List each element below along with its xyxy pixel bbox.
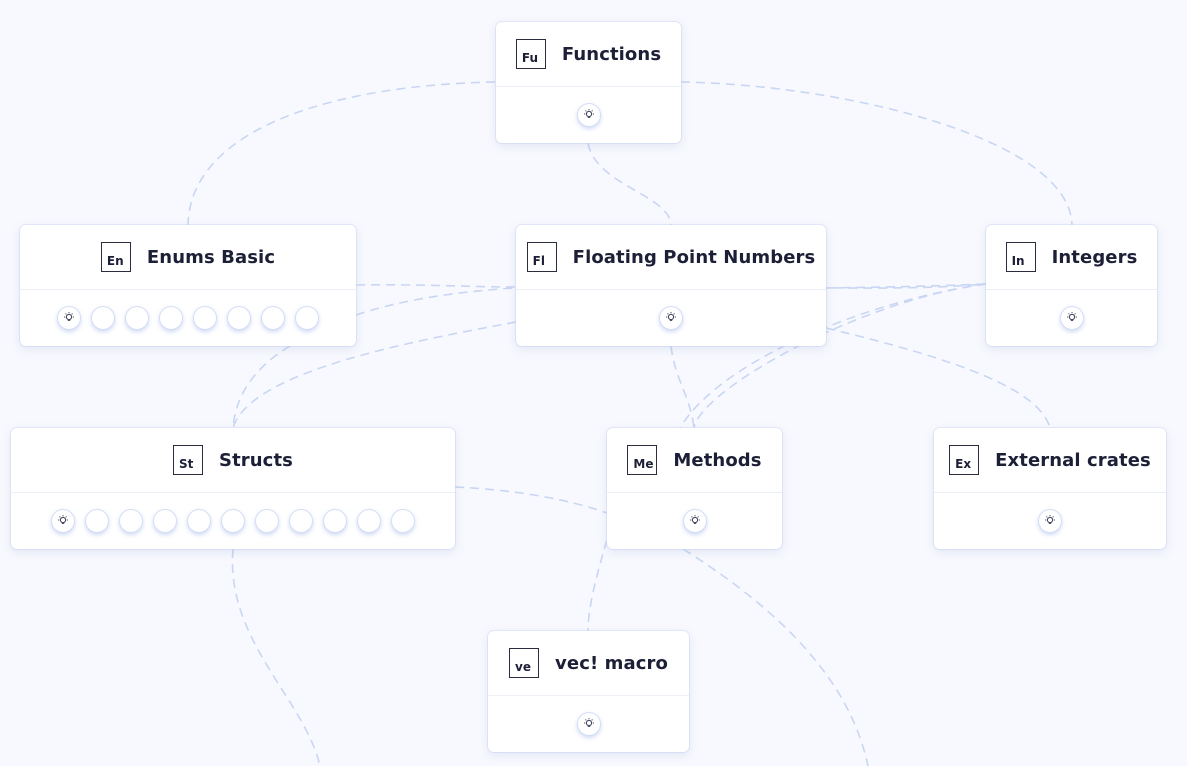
lightbulb-icon[interactable]	[576, 712, 601, 736]
node-abbr-icon: Fu	[515, 39, 546, 69]
lesson-circle-icon[interactable]	[221, 509, 245, 533]
node-functions[interactable]: Fu Functions	[496, 22, 681, 143]
node-enums-basic[interactable]: En Enums Basic	[20, 225, 356, 346]
edge-floating-external	[825, 327, 1051, 429]
lesson-circle-icon[interactable]	[159, 306, 183, 330]
node-floating-point-numbers[interactable]: Fl Floating Point Numbers	[516, 225, 826, 346]
edge-structs-down	[231, 548, 321, 766]
node-body	[934, 493, 1166, 549]
node-title: vec! macro	[555, 652, 668, 674]
lightbulb-icon[interactable]	[51, 509, 75, 533]
node-title: Methods	[673, 449, 762, 471]
edge-enums-structs	[232, 345, 291, 429]
edge-integers-methods-b	[693, 283, 987, 429]
lightbulb-icon[interactable]	[659, 306, 683, 330]
edge-functions-integers	[680, 81, 1073, 226]
node-abbr-icon: Ex	[949, 445, 980, 475]
lesson-circle-icon[interactable]	[357, 509, 381, 533]
lesson-circle-icon[interactable]	[125, 306, 149, 330]
lesson-circle-icon[interactable]	[193, 306, 217, 330]
edge-methods-vec	[587, 539, 608, 632]
lesson-circle-icon[interactable]	[255, 509, 279, 533]
node-header: St Structs	[11, 428, 455, 493]
node-abbr-icon: Me	[627, 445, 658, 475]
lesson-circle-icon[interactable]	[295, 306, 319, 330]
node-title: External crates	[995, 449, 1151, 471]
lesson-circle-icon[interactable]	[261, 306, 285, 330]
edge-methods-down	[682, 548, 869, 766]
lesson-circle-icon[interactable]	[153, 509, 177, 533]
node-body	[607, 493, 782, 549]
node-abbr-icon: St	[173, 445, 204, 475]
node-title: Floating Point Numbers	[572, 246, 816, 268]
node-title: Structs	[219, 449, 293, 471]
edge-functions-floating	[587, 142, 672, 226]
lesson-circle-icon[interactable]	[85, 509, 109, 533]
node-title: Functions	[561, 43, 662, 65]
edge-floating-methods	[670, 345, 695, 429]
node-body	[986, 290, 1157, 346]
node-header: Fl Floating Point Numbers	[516, 225, 826, 290]
node-header: En Enums Basic	[20, 225, 356, 290]
node-body	[496, 87, 681, 143]
node-header: Fu Functions	[496, 22, 681, 87]
lesson-circle-icon[interactable]	[119, 509, 143, 533]
node-abbr-icon: Fl	[526, 242, 557, 272]
edge-floating-integers	[825, 283, 987, 289]
node-header: Me Methods	[607, 428, 782, 493]
edge-enums-integers	[355, 283, 987, 316]
node-vec-macro[interactable]: ve vec! macro	[488, 631, 689, 752]
node-body	[20, 290, 356, 346]
node-body	[488, 696, 689, 752]
lesson-circle-icon[interactable]	[323, 509, 347, 533]
node-title: Integers	[1051, 246, 1138, 268]
lesson-circle-icon[interactable]	[391, 509, 415, 533]
edge-enums-floating	[355, 283, 517, 288]
lightbulb-icon[interactable]	[576, 103, 601, 127]
node-body	[11, 493, 455, 549]
node-structs[interactable]: St Structs	[11, 428, 455, 549]
lesson-circle-icon[interactable]	[187, 509, 211, 533]
node-body	[516, 290, 826, 346]
node-header: In Integers	[986, 225, 1157, 290]
node-integers[interactable]: In Integers	[986, 225, 1157, 346]
node-abbr-icon: In	[1005, 242, 1036, 272]
lesson-circle-icon[interactable]	[289, 509, 313, 533]
lightbulb-icon[interactable]	[1059, 306, 1084, 330]
node-abbr-icon: ve	[509, 648, 540, 678]
node-title: Enums Basic	[146, 246, 276, 268]
node-header: Ex External crates	[934, 428, 1166, 493]
lesson-circle-icon[interactable]	[227, 306, 251, 330]
lesson-circle-icon[interactable]	[91, 306, 115, 330]
node-external-crates[interactable]: Ex External crates	[934, 428, 1166, 549]
lightbulb-icon[interactable]	[1038, 509, 1062, 533]
edge-functions-enums	[187, 81, 496, 226]
node-methods[interactable]: Me Methods	[607, 428, 782, 549]
lightbulb-icon[interactable]	[57, 306, 81, 330]
node-header: ve vec! macro	[488, 631, 689, 696]
edge-structs-methods	[454, 486, 608, 514]
lightbulb-icon[interactable]	[682, 509, 707, 533]
node-abbr-icon: En	[100, 242, 131, 272]
